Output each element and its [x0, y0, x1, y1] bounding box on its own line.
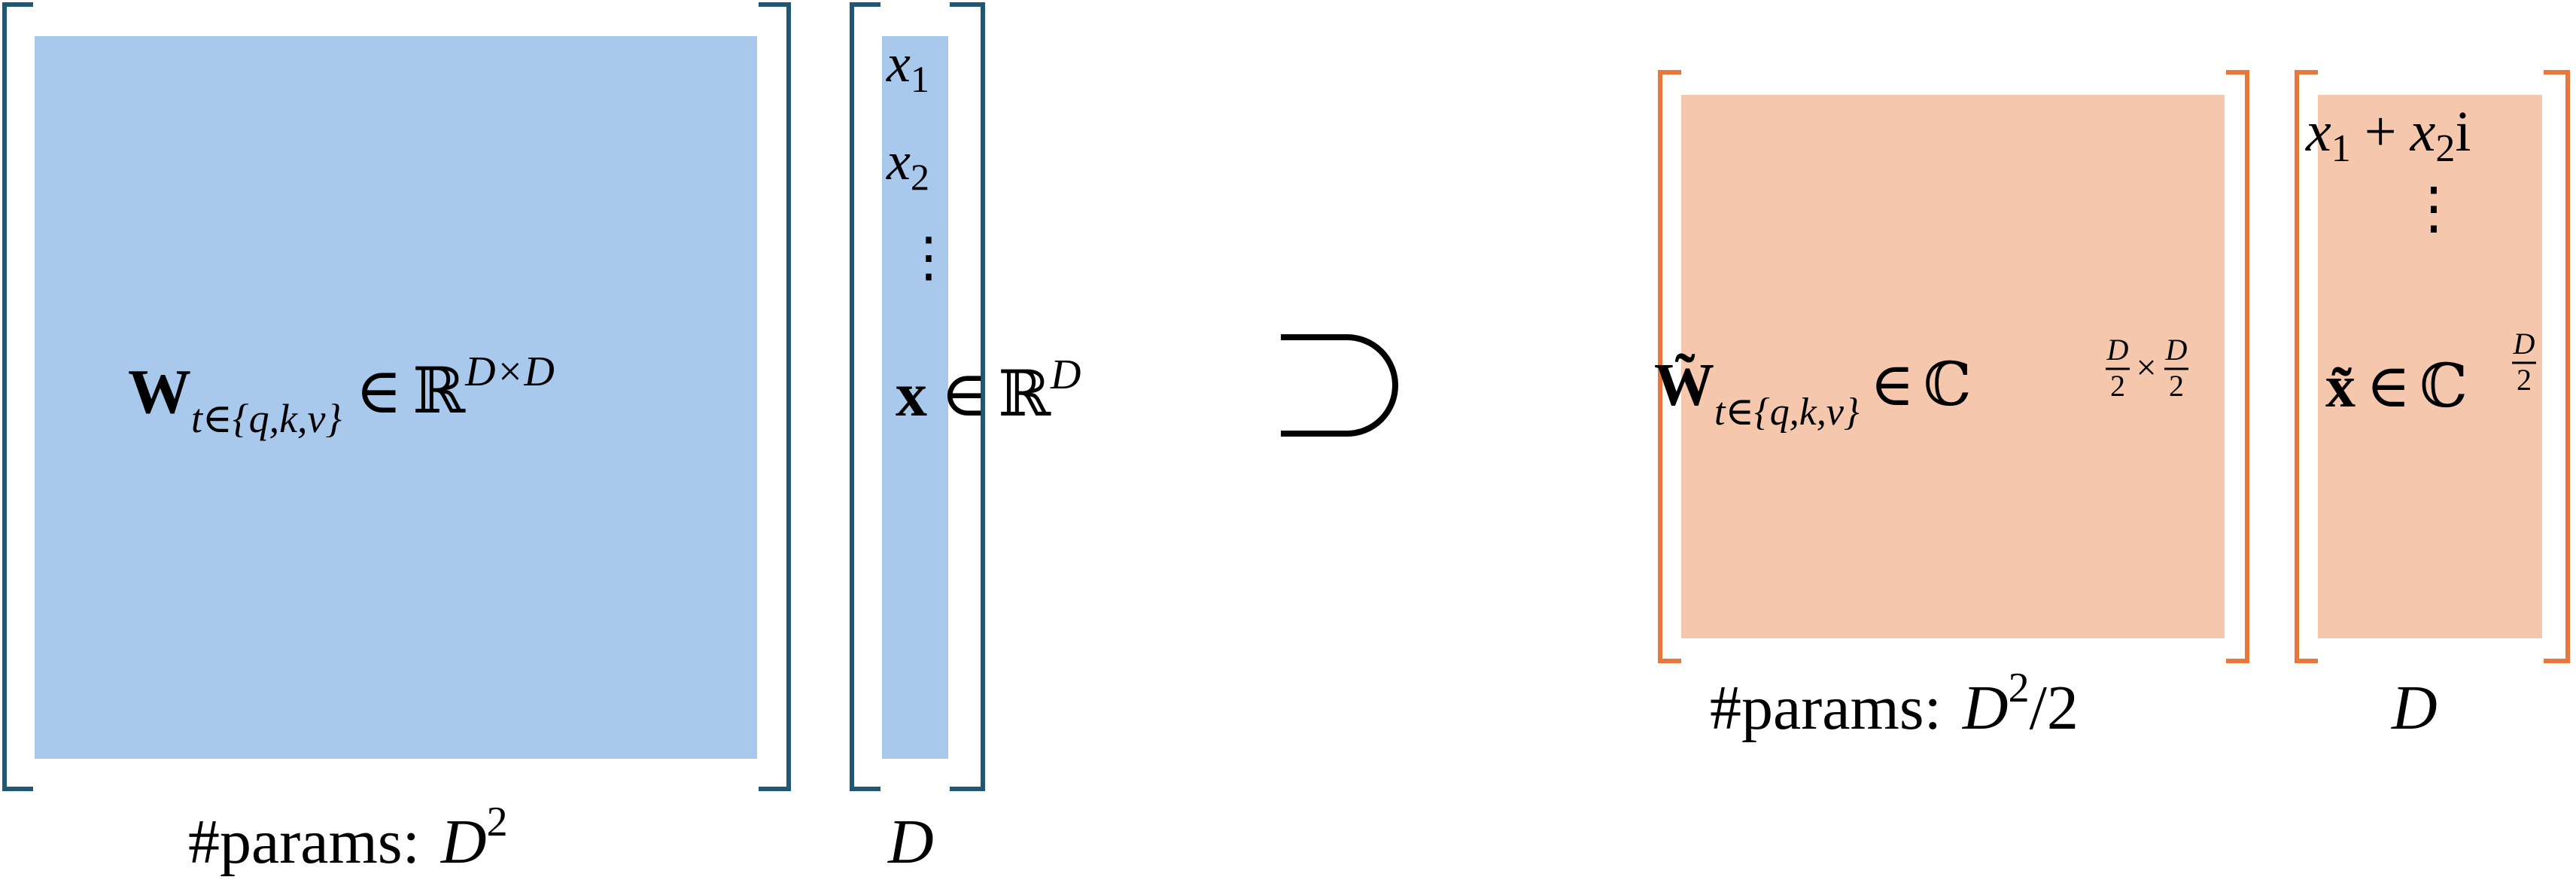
- complex-weight-right-bracket: [2226, 70, 2249, 663]
- complex-vector-entry: x1+x2i: [2305, 100, 2471, 170]
- real-vector-dim-label: D: [887, 807, 934, 877]
- real-weight-matrix: [2, 2, 791, 791]
- complex-vector-exp-den: 2: [2517, 363, 2532, 397]
- complex-vector-dots: ⋮: [2405, 177, 2462, 240]
- complex-vector-fill: [2318, 95, 2542, 638]
- complex-vector-left-bracket: [2295, 70, 2318, 663]
- complex-weight-exponent: D 2 × D 2: [2106, 333, 2188, 403]
- complex-weight-exp-den-1: 2: [2110, 369, 2125, 403]
- superset-symbol: [1281, 334, 1398, 437]
- complex-weight-left-bracket: [1658, 70, 1681, 663]
- real-vector-fill: [882, 36, 948, 759]
- real-vector-left-bracket: [850, 2, 880, 791]
- real-weight-left-bracket: [2, 2, 33, 791]
- real-weight-label: Wt∈{q,k,v}∈ℝD×D: [128, 349, 555, 441]
- complex-weight-exp-num-2: D: [2165, 333, 2188, 367]
- complex-vector-label: x̃∈ℂ: [2325, 354, 2468, 420]
- complex-weight-matrix: [1658, 70, 2249, 663]
- real-vector-dots: ⋮: [902, 227, 956, 288]
- complex-weight-exp-num-1: D: [2106, 333, 2129, 367]
- complex-vector-exponent: D 2: [2512, 327, 2536, 397]
- complex-weight-exp-times: ×: [2136, 348, 2156, 388]
- real-vector-right-bracket: [950, 2, 985, 791]
- complex-vector: [2295, 70, 2570, 663]
- real-weight-matrix-fill: [35, 36, 757, 759]
- real-vector-label: x∈ℝD: [896, 352, 1081, 430]
- complex-vector-dim-label: D: [2391, 673, 2438, 743]
- complex-weight-label: W̃t∈{q,k,v}∈ℂ: [1654, 352, 1972, 434]
- real-vector: [850, 2, 985, 791]
- real-params-label: #params:D2: [188, 799, 508, 877]
- complex-weight-matrix-fill: [1681, 95, 2225, 638]
- real-vector-entry-2: x2: [886, 131, 929, 198]
- complex-weight-exp-den-2: 2: [2169, 369, 2184, 403]
- complex-vector-exp-num: D: [2513, 327, 2535, 361]
- complex-params-label: #params:D2/2: [1710, 665, 2079, 743]
- complex-vector-right-bracket: [2544, 70, 2570, 663]
- real-vector-entry-1: x1: [886, 33, 929, 100]
- real-weight-right-bracket: [759, 2, 791, 791]
